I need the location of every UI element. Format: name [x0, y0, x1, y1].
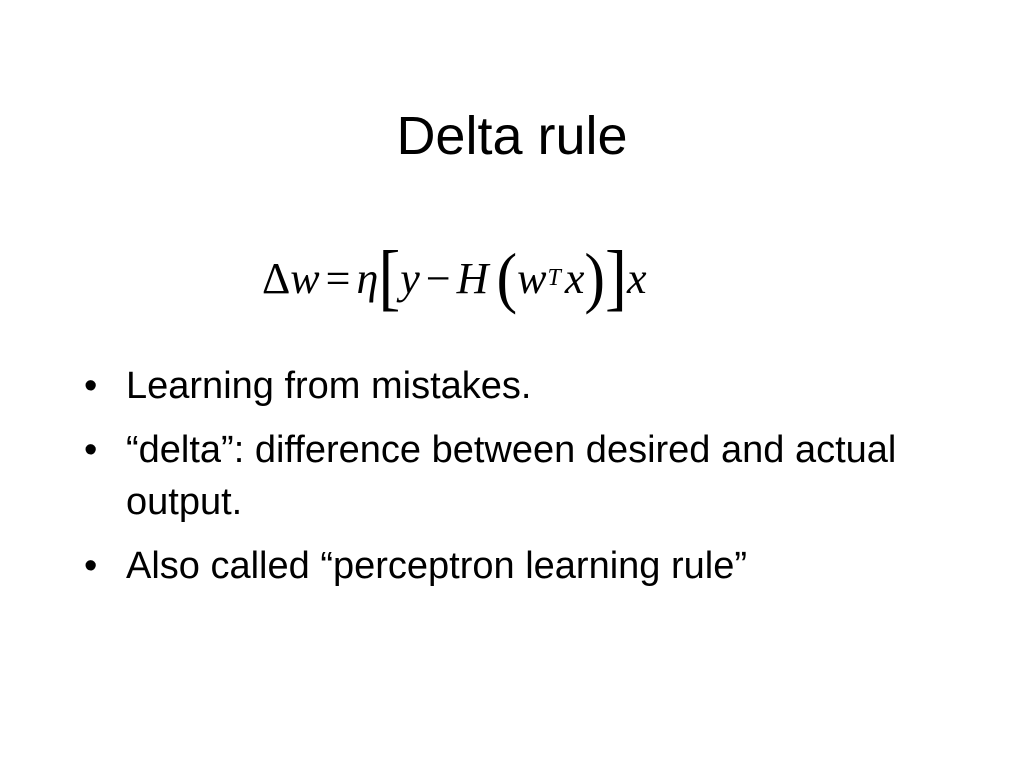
formula-delta: Δ — [262, 253, 291, 303]
formula-x-outer: x — [626, 253, 647, 303]
bullet-mark: • — [84, 545, 98, 587]
formula-w: w — [290, 253, 320, 303]
bullet-mark: • — [84, 365, 98, 407]
formula-H: H — [456, 253, 489, 303]
formula-equals: = — [325, 253, 351, 303]
formula-right-bracket: ] — [605, 236, 627, 319]
slide-title: Delta rule — [396, 106, 628, 166]
formula-x-inner: x — [564, 253, 585, 303]
bullet-mark: • — [84, 429, 98, 471]
formula-minus: − — [425, 253, 451, 303]
formula-right-paren: ) — [584, 240, 605, 316]
formula-left-bracket: [ — [378, 236, 401, 319]
bullet-text: Learning from mistakes. — [126, 365, 532, 407]
list-item: • Learning from mistakes. — [84, 360, 944, 412]
formula-left-paren: ( — [496, 240, 518, 316]
bullet-list: • Learning from mistakes. • “delta”: dif… — [84, 360, 944, 604]
bullet-text: “delta”: difference between desired and … — [126, 429, 897, 523]
formula-w-inner: w — [517, 253, 547, 303]
list-item: • Also called “perceptron learning rule” — [84, 540, 944, 592]
formula-eta: η — [356, 253, 379, 303]
formula-transpose: T — [547, 264, 561, 291]
formula-y: y — [400, 253, 420, 303]
bullet-text: Also called “perceptron learning rule” — [126, 545, 747, 587]
list-item: • “delta”: difference between desired an… — [84, 424, 944, 528]
